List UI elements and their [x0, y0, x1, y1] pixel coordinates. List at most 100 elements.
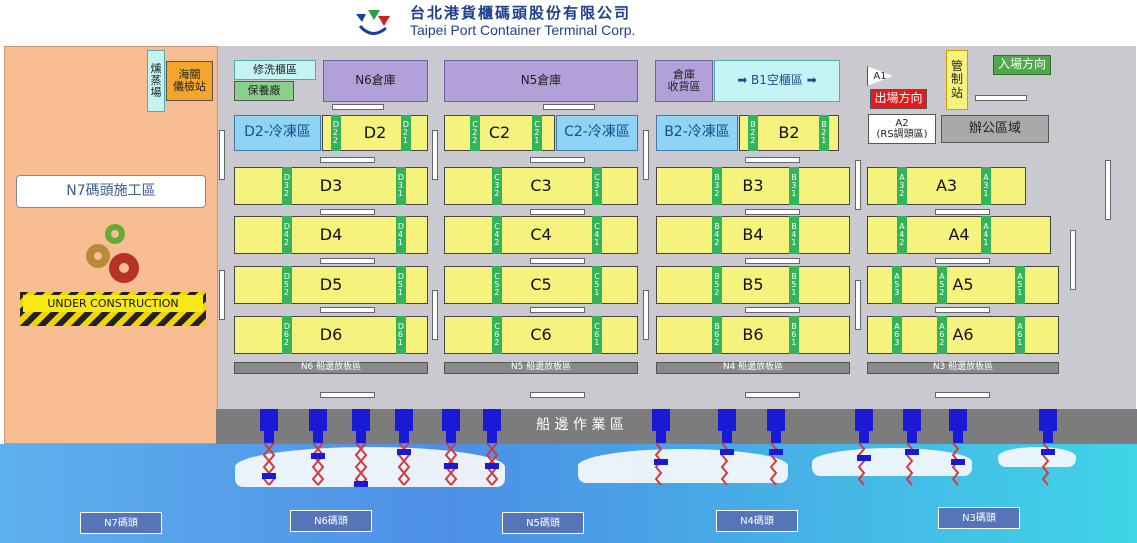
block-d4: D4	[234, 216, 428, 254]
vessel	[578, 449, 788, 483]
lane-arrow	[1070, 230, 1076, 290]
warehouse-receiving-area: 倉庫 收貨區	[655, 60, 713, 102]
quay-crane-icon	[309, 409, 327, 486]
control-station: 管 制 站	[946, 50, 968, 110]
quay-crane-icon	[1039, 409, 1057, 486]
quay-crane-icon	[260, 409, 278, 486]
lane-arrow	[745, 209, 800, 215]
block-b6: B6	[656, 316, 850, 354]
quay-crane-icon	[718, 409, 736, 486]
quay-crane-icon	[395, 409, 413, 486]
lane-arrow	[855, 160, 861, 210]
lane-arrow	[935, 307, 990, 313]
lane-arrow	[432, 290, 438, 340]
lane-arrow	[530, 307, 585, 313]
quay-crane-icon	[855, 409, 873, 486]
vessel	[998, 447, 1076, 467]
lane-arrow	[745, 157, 800, 163]
lane-arrow	[320, 258, 375, 264]
lane-arrow	[935, 209, 990, 215]
bay-a51: A 5 1	[1015, 266, 1025, 304]
bay-d52: D 5 2	[282, 266, 292, 304]
gears-icon	[86, 224, 139, 283]
lane-arrow	[320, 157, 375, 163]
bay-c22: C 2 2	[470, 115, 480, 151]
apron-label: 船 邊 作 業 區	[536, 417, 624, 434]
under-construction-label: UNDER CONSTRUCTION	[23, 295, 203, 312]
lane-arrow	[745, 307, 800, 313]
bay-a31: A 3 1	[981, 167, 991, 205]
block-a3: A3	[867, 167, 1026, 205]
quay-crane-icon	[352, 409, 370, 487]
bay-a42: A 4 2	[897, 216, 907, 254]
n5-hatch-area: N5 船邊放板區	[444, 362, 638, 374]
lane-arrow	[432, 130, 438, 180]
bay-a62: A 6 2	[937, 316, 947, 354]
bay-c62: C 6 2	[492, 316, 502, 354]
lane-arrow	[530, 157, 585, 163]
bay-c42: C 4 2	[492, 216, 502, 254]
bay-d21: D 2 1	[401, 115, 411, 151]
lane-arrow	[530, 258, 585, 264]
bay-a52: A 5 2	[937, 266, 947, 304]
quay-crane-icon	[483, 409, 501, 486]
lane-arrow	[745, 392, 800, 398]
quay-crane-icon	[903, 409, 921, 486]
b1-empty-container-area: ➡ B1空櫃區 ➡	[714, 60, 840, 102]
block-b3: B3	[656, 167, 850, 205]
block-c6: C6	[444, 316, 638, 354]
lane-arrow	[320, 307, 375, 313]
n6-warehouse: N6倉庫	[323, 60, 428, 102]
lane-arrow	[219, 270, 225, 320]
berth-n6-label: N6碼頭	[290, 510, 372, 532]
bay-d62: D 6 2	[282, 316, 292, 354]
bay-d61: D 6 1	[396, 316, 406, 354]
quay-crane-icon	[949, 409, 967, 486]
lane-arrow	[530, 209, 585, 215]
n5-warehouse: N5倉庫	[444, 60, 638, 102]
lane-arrow	[320, 392, 375, 398]
block-c4: C4	[444, 216, 638, 254]
bay-b42: B 4 2	[712, 216, 722, 254]
bay-b41: B 4 1	[789, 216, 799, 254]
bay-c52: C 5 2	[492, 266, 502, 304]
bay-b32: B 3 2	[712, 167, 722, 205]
office-area: 辦公區域	[941, 115, 1049, 143]
bay-a32: A 3 2	[897, 167, 907, 205]
berth-n5-label: N5碼頭	[502, 512, 584, 534]
bay-b62: B 6 2	[712, 316, 722, 354]
bay-c32: C 3 2	[492, 167, 502, 205]
exit-direction-label: 出場方向	[870, 89, 927, 109]
n7-construction-zone	[4, 46, 218, 444]
lane-arrow	[643, 290, 649, 340]
lane-arrow	[320, 209, 375, 215]
bay-c51: C 5 1	[592, 266, 602, 304]
bay-b21: B 2 1	[819, 115, 829, 151]
block-d5: D5	[234, 266, 428, 304]
fumigation-yard: 燻 蒸 場	[147, 50, 165, 112]
bay-b51: B 5 1	[789, 266, 799, 304]
berth-n4-label: N4碼頭	[716, 510, 798, 532]
block-c2-reefer: C2-冷凍區	[556, 115, 638, 151]
bay-c61: C 6 1	[592, 316, 602, 354]
bay-b61: B 6 1	[789, 316, 799, 354]
bay-a41: A 4 1	[981, 216, 991, 254]
block-b2-reefer: B2-冷凍區	[656, 115, 738, 151]
berth-n3-label: N3碼頭	[938, 507, 1020, 529]
company-name-en: Taipei Port Container Terminal Corp.	[410, 22, 636, 38]
entry-direction-label: 入場方向	[993, 55, 1051, 75]
lane-arrow	[855, 280, 861, 330]
bay-b52: B 5 2	[712, 266, 722, 304]
n3-hatch-area: N3 船邊放板區	[867, 362, 1059, 374]
block-d3: D3	[234, 167, 428, 205]
block-b4: B4	[656, 216, 850, 254]
block-a4: A4	[867, 216, 1051, 254]
bay-d42: D 4 2	[282, 216, 292, 254]
a2-turnaround-area: A2 (RS調頭區)	[868, 114, 936, 144]
lane-arrow	[643, 130, 649, 180]
bay-b31: B 3 1	[789, 167, 799, 205]
vessel	[235, 447, 505, 487]
n4-hatch-area: N4 船邊放板區	[656, 362, 850, 374]
bay-a63: A 6 3	[892, 316, 902, 354]
quay-crane-icon	[442, 409, 460, 486]
